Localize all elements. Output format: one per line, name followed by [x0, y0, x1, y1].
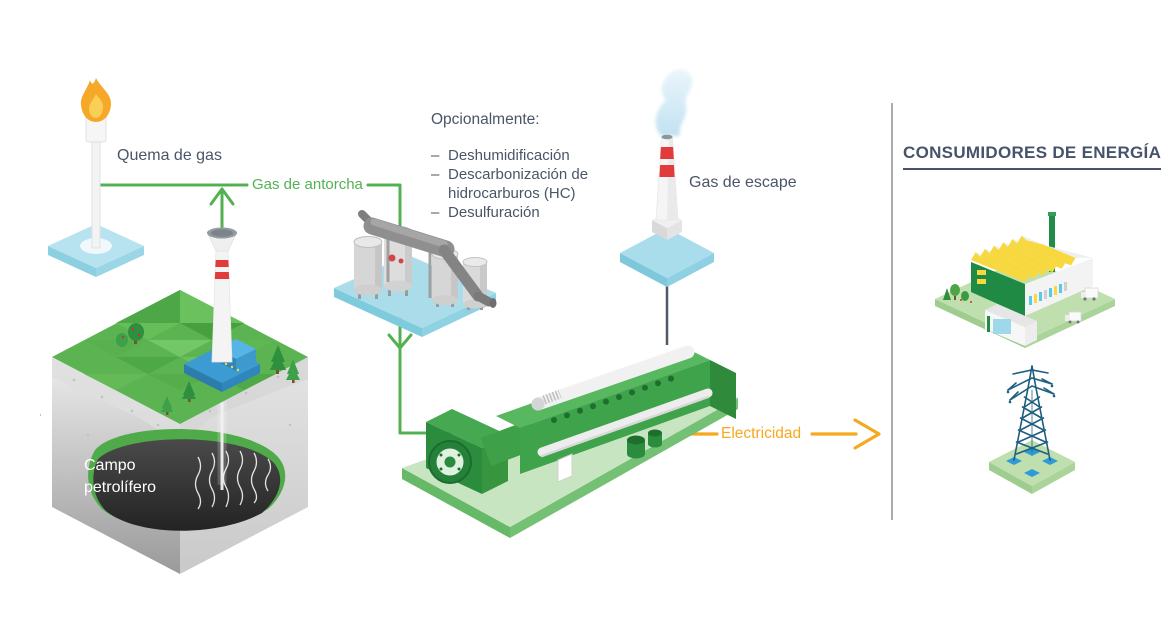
garage-door	[993, 319, 1011, 334]
gas-treatment-plant-illustration	[334, 210, 497, 337]
transmission-tower-illustration	[989, 365, 1075, 494]
cylinder-row	[551, 375, 674, 423]
trees	[116, 323, 300, 415]
optional-treatments-title: Opcionalmente:	[431, 111, 540, 128]
oil-field-label: Campo petrolífero	[84, 457, 157, 496]
factory-illustration	[935, 212, 1115, 348]
oil-reservoir	[93, 439, 281, 531]
bullet-dash: –	[431, 147, 440, 164]
smoke-plume	[655, 69, 693, 136]
list-item: – Descarbonización de hidrocarburos (HC)	[431, 165, 649, 203]
electricity-arrowhead	[853, 418, 881, 450]
flare-stack-illustration	[206, 227, 238, 363]
section-divider	[891, 103, 893, 520]
list-item-text: Deshumidificación	[448, 147, 570, 164]
bullet-dash: –	[431, 204, 440, 221]
truck	[1065, 287, 1099, 324]
lattice-structure	[1007, 365, 1055, 461]
oil-field-illustration	[40, 290, 308, 574]
flare-gas-line-label: Gas de antorcha	[252, 176, 363, 193]
flare-label: Quema de gas	[117, 147, 222, 164]
list-item-text: Desulfuración	[448, 204, 540, 221]
list-item: – Deshumidificación	[431, 146, 649, 165]
bullet-dash: –	[431, 166, 440, 183]
factory-trees	[943, 284, 972, 303]
electricity-line-label: Electricidad	[721, 425, 802, 442]
energy-consumers-title: CONSUMIDORES DE ENERGÍA	[903, 143, 1162, 170]
gas-flare-illustration	[48, 78, 144, 277]
gas-seep-lines	[194, 450, 272, 510]
optional-treatments-block: Opcionalmente: – Deshumidificación – Des…	[431, 111, 649, 222]
gas-engine-illustration	[402, 345, 738, 538]
sawtooth-roof	[971, 235, 1093, 282]
list-item: – Desulfuración	[431, 203, 649, 222]
factory-chimney	[1049, 214, 1055, 272]
window-strip	[1029, 282, 1067, 305]
exhaust-stack-illustration	[620, 69, 714, 287]
control-box	[557, 453, 573, 483]
exhaust-gas-label: Gas de escape	[689, 174, 797, 191]
discharge-chute	[438, 244, 484, 302]
list-item-text: Descarbonización de hidrocarburos (HC)	[448, 166, 589, 202]
